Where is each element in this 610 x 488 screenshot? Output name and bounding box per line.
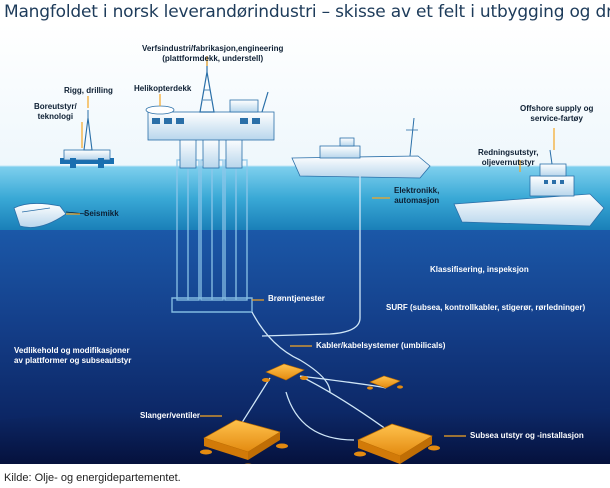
subsea-template-large-left [200,419,288,464]
label-boreutstyr-line-2: teknologi [37,112,74,121]
label-verfsindustri-line-1: Verfsindustri/fabrikasjon,engineering [142,44,284,53]
label-seismikk: Seismikk [84,209,119,218]
label-boreutstyr-line-1: Boreutstyr/ [34,102,77,111]
label-slanger: Slanger/ventiler [140,411,201,420]
seabed [0,408,610,464]
label-kabler: Kabler/kabelsystemer (umbilicals) [316,341,446,350]
label-verfsindustri: Verfsindustri/fabrikasjon,engineering (p… [142,44,283,64]
label-vedlikehold: Vedlikehold og modifikasjoner av plattfo… [14,346,131,366]
label-elektronikk-line-2: automasjon [394,196,440,205]
label-elektronikk-line-1: Elektronikk, [394,186,440,195]
label-offshore-supply: Offshore supply og service-fartøy [520,104,593,124]
label-subsea: Subsea utstyr og -installasjon [470,431,584,440]
subsea-template-small-left [262,363,308,382]
label-redning-line-1: Redningsutstyr, [478,148,539,157]
label-redning-line-2: oljevernutstyr [481,158,535,167]
field-illustration [0,24,610,464]
subsea-template-large-right [354,423,440,464]
subsea-template-small-right [367,375,403,390]
diagram-title: Mangfoldet i norsk leverandørindustri – … [4,2,610,22]
label-offshore-line-2: service-fartøy [530,114,583,123]
label-helikopterdekk: Helikopterdekk [134,84,192,93]
label-rigg: Rigg, drilling [64,86,113,95]
survey-vessel [291,117,431,179]
supply-vessel [453,149,605,227]
label-bronntjenester: Brønntjenester [268,294,325,303]
sky [0,24,610,170]
label-surf: SURF (subsea, kontrollkabler, stigerør, … [386,303,586,312]
production-platform [145,60,275,313]
label-redningsutstyr: Redningsutstyr, oljevernutstyr [478,148,538,168]
label-elektronikk: Elektronikk, automasjon [394,186,439,206]
drilling-rig [60,110,114,168]
label-verfsindustri-line-2: (plattformdekk, understell) [162,54,264,63]
label-offshore-line-1: Offshore supply og [520,104,594,113]
leader-lines [66,56,555,437]
label-vedlikehold-line-1: Vedlikehold og modifikasjoner [14,346,130,355]
label-klassifisering: Klassifisering, inspeksjon [430,265,529,274]
label-boreutstyr: Boreutstyr/ teknologi [34,102,77,122]
source-note: Kilde: Olje- og energidepartementet. [4,472,181,484]
label-vedlikehold-line-2: av plattformer og subseautstyr [14,356,132,365]
